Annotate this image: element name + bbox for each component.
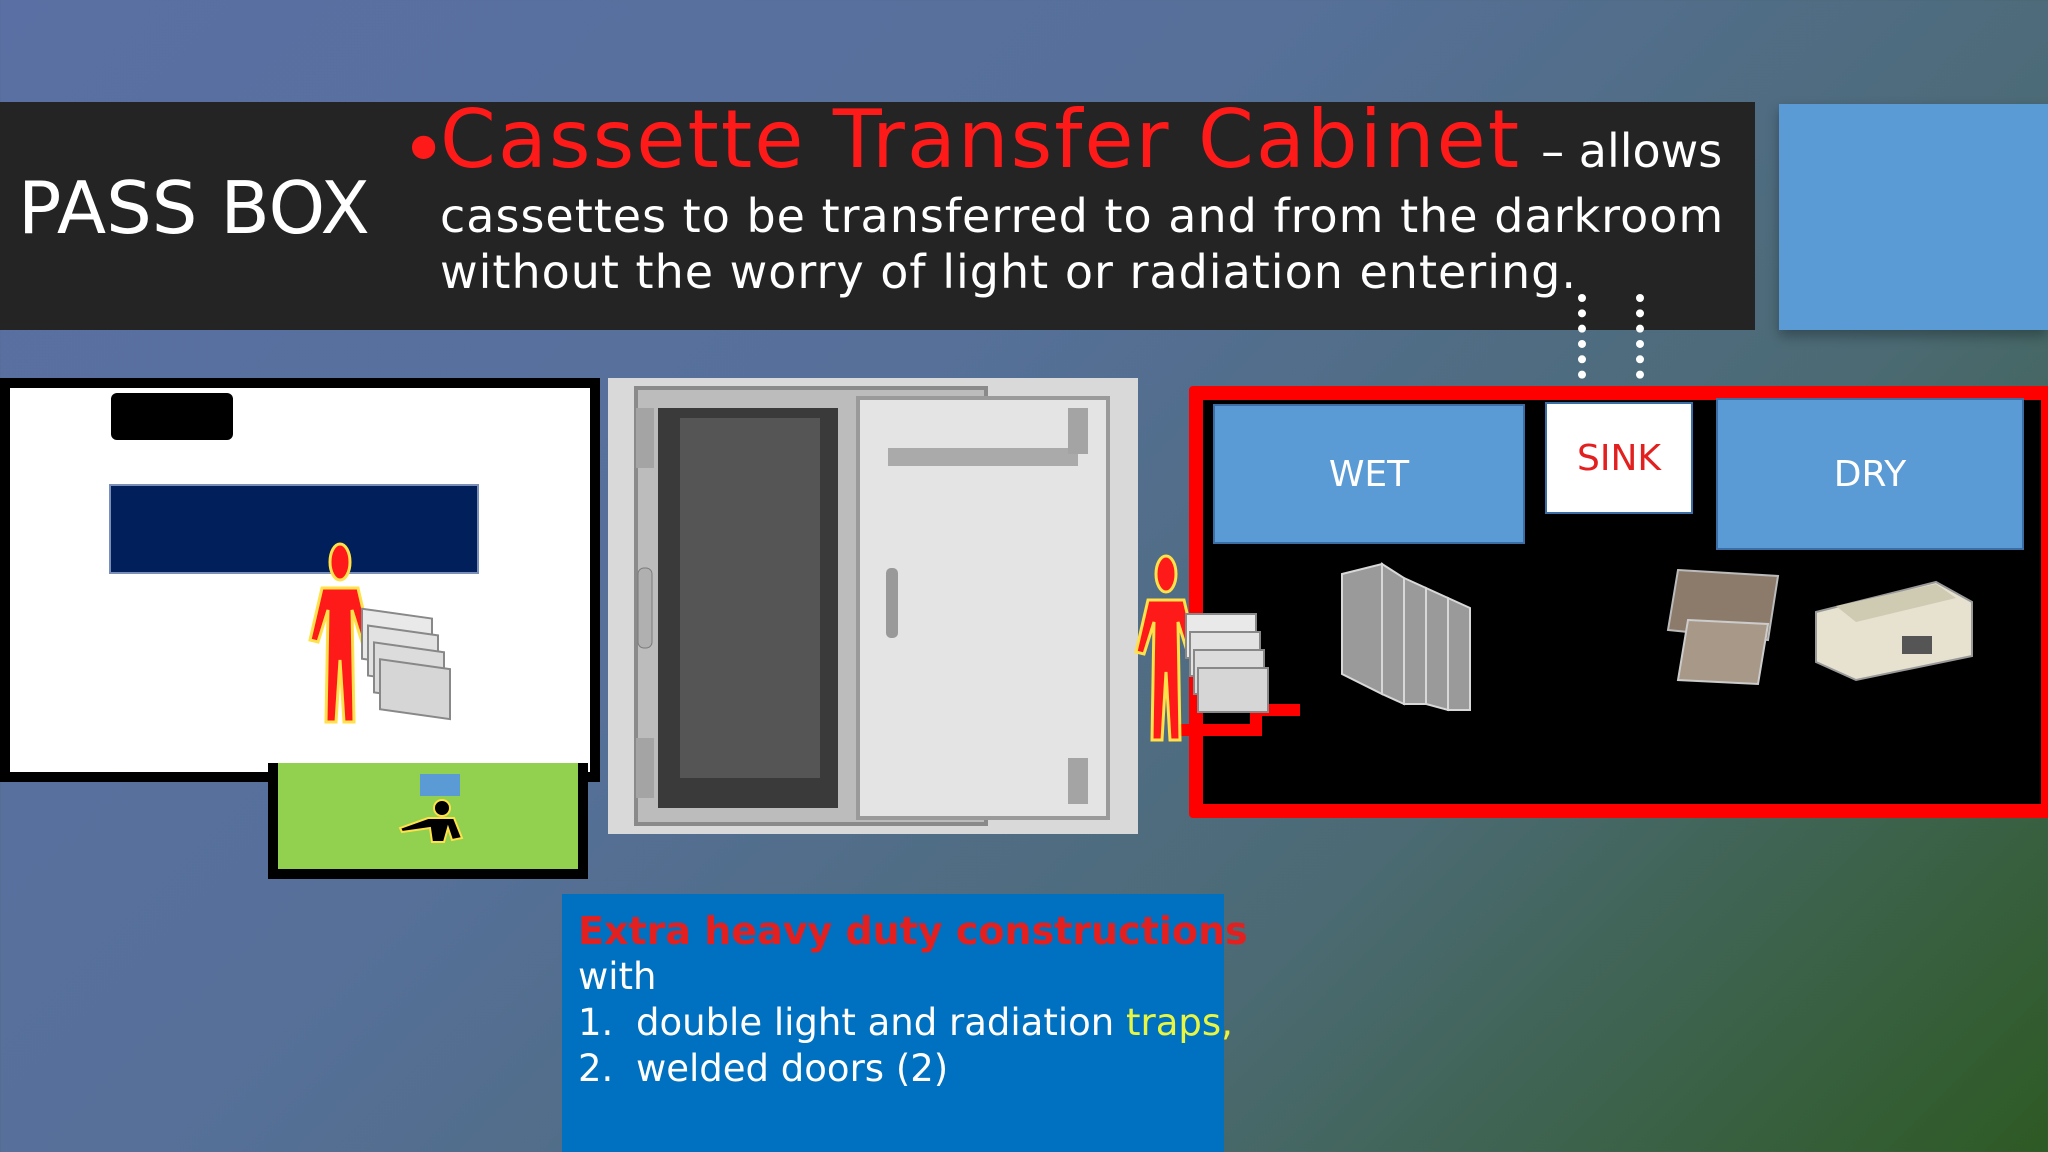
darkroom-person-icon: [1134, 554, 1269, 742]
slide-label: PASS BOX: [18, 166, 370, 250]
decorative-blue-square: [1779, 104, 2048, 330]
wet-zone: WET: [1213, 404, 1525, 544]
film-processor-icon: [1815, 580, 1973, 682]
list-item: 2. welded doors (2): [578, 1046, 1208, 1092]
pass-slot: [420, 774, 460, 796]
cassette-stack-icon: [361, 607, 451, 721]
person-figure-icon: [308, 542, 451, 724]
list-text: welded doors (2): [636, 1047, 949, 1090]
info-box: Extra heavy duty constructions with 1. do…: [562, 894, 1248, 1152]
room-counter: [109, 484, 479, 574]
info-with: with: [578, 955, 657, 998]
list-number: 1.: [578, 1001, 614, 1044]
term-tail: – allows: [1541, 124, 1723, 178]
bullet-marker: •: [400, 103, 448, 196]
term-title: Cassette Transfer Cabinet: [440, 93, 1522, 186]
list-item: 1. double light and radiation traps,: [578, 1000, 1233, 1046]
technician-icon: [398, 799, 464, 843]
film-hangers-icon: [1341, 562, 1471, 712]
term-description: cassettes to be transferred to and from …: [440, 189, 1725, 299]
sink-connector-left: [1578, 294, 1586, 394]
title-band: [0, 102, 1755, 330]
list-text: double light and radiation: [636, 1001, 1126, 1044]
sink-connector-right: [1636, 294, 1644, 394]
list-number: 2.: [578, 1047, 614, 1090]
film-tray-icon: [1666, 568, 1780, 686]
slide-heading: Cassette Transfer Cabinet– allows: [440, 100, 1722, 180]
dry-zone: DRY: [1716, 398, 2024, 550]
sink-zone: SINK: [1545, 402, 1693, 514]
pass-through-bracket: [1170, 704, 1300, 736]
room-fixture: [111, 393, 233, 440]
info-title: Extra heavy duty constructions: [578, 909, 1248, 953]
cabinet-photo: [608, 378, 1138, 834]
list-highlight: traps,: [1125, 1001, 1233, 1044]
